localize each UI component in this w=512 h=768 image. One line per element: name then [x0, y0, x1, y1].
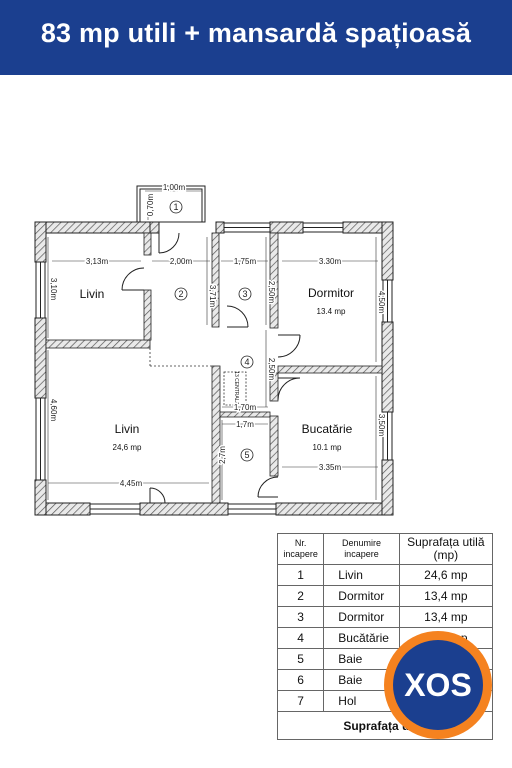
row-name: Dormitor — [323, 606, 400, 628]
row-nr: 1 — [276, 564, 325, 586]
boiler-icon: 13 CENTRALA — [223, 371, 247, 405]
dim-livin-large-h: 4,60m — [49, 399, 58, 422]
room-dormitor: Dormitor — [308, 286, 354, 300]
room-markers: 1 2 3 4 5 — [169, 200, 254, 462]
row-area: 24,6 mp — [398, 564, 494, 586]
table-row: 3 Dormitor 13,4 mp — [276, 606, 494, 628]
room-livin-large: Livin — [115, 422, 140, 436]
interior-walls — [45, 232, 383, 504]
dim-mid-w: 1,70m — [234, 403, 257, 412]
row-nr: 4 — [276, 627, 325, 649]
title-banner: 83 mp utili + mansardă spațioasă — [0, 0, 512, 75]
room-dormitor-area: 13.4 mp — [317, 307, 346, 316]
dim-balcony-h: 0,70m — [146, 194, 155, 217]
table-header-row: Nr. incapere Denumire incapere Suprafața… — [276, 533, 494, 565]
dim-balcony-w: 1,00m — [163, 183, 186, 192]
marker-5: 5 — [244, 450, 249, 460]
dim-kitchen-w: 3.35m — [319, 463, 342, 472]
row-nr: 3 — [276, 606, 325, 628]
row-area: 13,4 mp — [398, 606, 494, 628]
boiler-label: 13 CENTRALA — [233, 371, 239, 405]
room-bucatarie-area: 10.1 mp — [313, 443, 342, 452]
dimension-labels: 1,00m 0,70m 3,13m 2,00m 1,75m 3.30m 3,10… — [48, 182, 388, 490]
row-area: 13,4 mp — [398, 585, 494, 607]
room-livin-small: Livin — [80, 287, 105, 301]
dim-bath-w: 1,75m — [234, 257, 257, 266]
col-header-name: Denumire incapere — [323, 533, 400, 565]
row-nr: 7 — [276, 690, 325, 712]
dim-livin-small-h: 3,10m — [49, 278, 58, 301]
dim-dorm-w: 3.30m — [319, 257, 342, 266]
row-name: Livin — [323, 564, 400, 586]
row-nr: 2 — [276, 585, 325, 607]
dim-bath-h: 2,50m — [267, 281, 276, 304]
room-names: Livin Dormitor 13.4 mp Livin 24,6 mp Buc… — [80, 286, 354, 452]
dim-dorm-h: 4,50m — [377, 291, 386, 314]
dim-livin-small-w: 3,13m — [86, 257, 109, 266]
room-bucatarie: Bucatărie — [302, 422, 353, 436]
page-title: 83 mp utili + mansardă spațioasă — [40, 18, 472, 48]
windows — [35, 222, 393, 515]
table-row: 2 Dormitor 13,4 mp — [276, 585, 494, 607]
xos-logo: XOS — [384, 631, 492, 739]
dim-wc-h: 2,7m — [218, 446, 227, 464]
dim-hall-w: 2,00m — [170, 257, 193, 266]
row-nr: 6 — [276, 669, 325, 691]
outer-walls — [34, 221, 394, 516]
dim-kitchen-h: 3,50m — [377, 414, 386, 437]
dim-livin-large-w: 4,45m — [120, 479, 143, 488]
row-name: Hol — [323, 690, 400, 712]
col-header-area: Suprafața utilă (mp) — [398, 533, 494, 565]
dimension-lines — [47, 190, 378, 500]
marker-4: 4 — [244, 357, 249, 367]
col-header-nr: Nr. incapere — [276, 533, 325, 565]
dim-mid-h: 2,50m — [267, 358, 276, 381]
door-swings — [121, 232, 301, 504]
row-name: Dormitor — [323, 585, 400, 607]
marker-1: 1 — [173, 202, 178, 212]
dim-wc-w: 1,7m — [236, 420, 254, 429]
logo-text: XOS — [404, 667, 472, 703]
row-name: Bucătărie — [323, 627, 400, 649]
table-row: 1 Livin 24,6 mp — [276, 564, 494, 586]
floor-plan: 13 CENTRALA 1,00m 0,70m 3,13m 2,00m 1,75… — [34, 182, 394, 516]
marker-3: 3 — [242, 289, 247, 299]
room-livin-large-area: 24,6 mp — [113, 443, 142, 452]
marker-2: 2 — [178, 289, 183, 299]
balcony — [136, 185, 206, 234]
dim-hall-h: 3,71m — [208, 285, 217, 308]
row-nr: 5 — [276, 648, 325, 670]
